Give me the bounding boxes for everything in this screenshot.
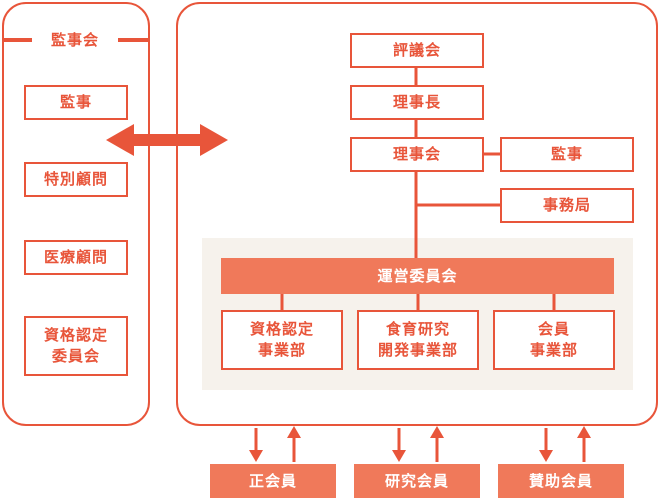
arrow-down-regular — [249, 450, 263, 462]
chairman-box: 理事長 — [350, 85, 484, 120]
arrow-up-research — [430, 426, 444, 438]
arrow-up-supporting — [577, 426, 591, 438]
certification-division-line-2: 事業部 — [257, 341, 306, 359]
medical-advisor-box: 医療顧問 — [24, 240, 128, 275]
regular-member-box: 正会員 — [210, 464, 336, 498]
membership-division-line-1: 会員 — [537, 320, 570, 338]
certification-committee-line-1: 資格認定 — [43, 326, 108, 344]
food-research-division-box: 食育研究 開発事業部 — [357, 310, 479, 370]
food-research-division-line-2: 開発事業部 — [377, 341, 458, 359]
certification-committee-line-2: 委員会 — [51, 347, 100, 365]
certification-division-line-1: 資格認定 — [249, 320, 314, 338]
legend-bar-right — [114, 38, 150, 42]
supporting-member-box: 賛助会員 — [498, 464, 624, 498]
council-box: 評議会 — [350, 33, 484, 68]
audit-board-frame — [2, 2, 150, 426]
food-research-division-line-1: 食育研究 — [385, 320, 450, 338]
main-organization-frame — [176, 2, 658, 426]
operations-committee-box: 運営委員会 — [221, 258, 614, 294]
certification-committee-box: 資格認定 委員会 — [24, 316, 128, 376]
membership-division-box: 会員 事業部 — [493, 310, 615, 370]
arrow-up-regular — [287, 426, 301, 438]
board-box: 理事会 — [350, 137, 484, 172]
auditor-box-right: 監事 — [500, 137, 634, 172]
certification-division-box: 資格認定 事業部 — [221, 310, 343, 370]
special-advisor-box: 特別顧問 — [24, 162, 128, 197]
membership-division-line-2: 事業部 — [529, 341, 578, 359]
legend-bar-left — [2, 38, 36, 42]
double-arrow — [106, 124, 228, 156]
auditor-box-left: 監事 — [24, 85, 128, 120]
audit-board-title: 監事会 — [32, 28, 118, 50]
arrow-down-supporting — [539, 450, 553, 462]
arrow-down-research — [392, 450, 406, 462]
research-member-box: 研究会員 — [354, 464, 480, 498]
secretariat-box: 事務局 — [500, 188, 634, 223]
